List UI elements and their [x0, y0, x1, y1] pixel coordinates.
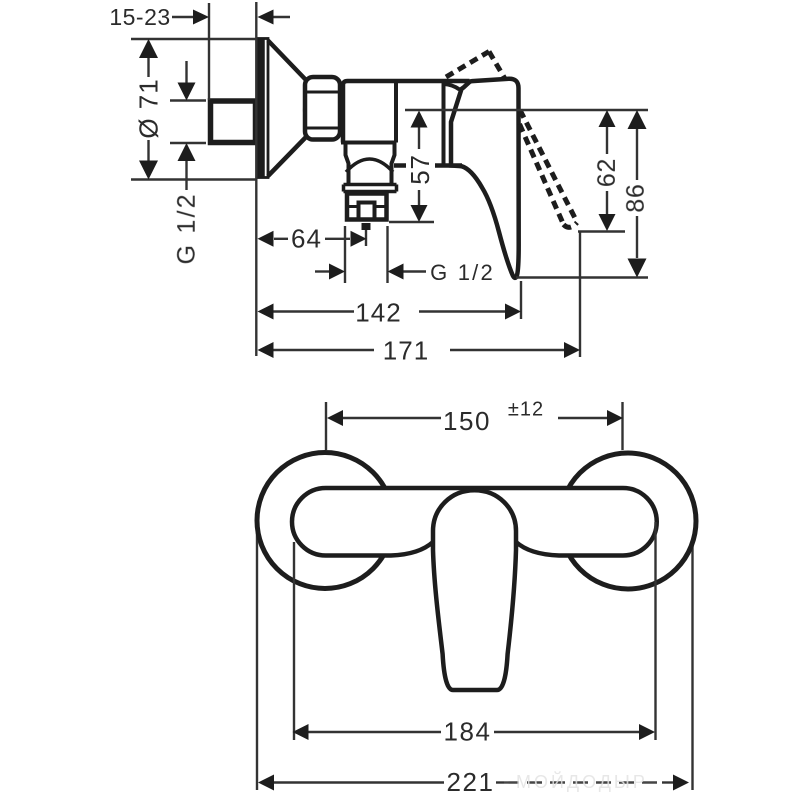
svg-text:184: 184 [444, 717, 492, 747]
svg-text:15-23: 15-23 [109, 4, 170, 30]
svg-text:86: 86 [622, 183, 650, 212]
svg-text:G 1/2: G 1/2 [173, 192, 201, 264]
svg-text:МОЙДОДЫР: МОЙДОДЫР [516, 771, 648, 792]
svg-text:142: 142 [355, 298, 401, 328]
svg-text:G 1/2: G 1/2 [430, 260, 495, 285]
svg-text:150: 150 [443, 406, 491, 436]
svg-text:171: 171 [383, 336, 429, 366]
svg-text:62: 62 [593, 158, 621, 187]
svg-text:57: 57 [405, 154, 435, 185]
svg-text:±12: ±12 [508, 399, 544, 421]
svg-text:64: 64 [291, 224, 322, 254]
svg-text:221: 221 [447, 767, 495, 797]
svg-text:Ø 71: Ø 71 [134, 78, 164, 138]
